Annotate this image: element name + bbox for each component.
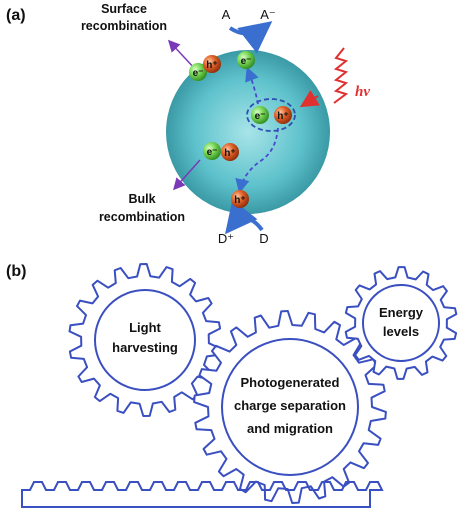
hole-label: h⁺	[206, 60, 217, 71]
hole-label: h⁺	[277, 111, 288, 122]
exciton-boundary	[246, 98, 296, 132]
panel-b: (b) Light harvesting Photogenerated char…	[6, 263, 458, 508]
hole-migration-path	[235, 127, 279, 194]
electron-label: e⁻	[207, 147, 218, 158]
bulk-recombination-label-line2: recombination	[99, 210, 185, 224]
donor-label: D	[259, 231, 268, 246]
hole-particle	[274, 106, 292, 124]
light-arrow	[299, 90, 320, 108]
gear-center-label-line2: charge separation	[234, 398, 346, 413]
hole-particle	[231, 190, 249, 208]
semiconductor-particle	[166, 50, 330, 214]
electron-label: e⁻	[241, 56, 252, 67]
gear-right-hub	[362, 284, 440, 362]
bulk-recombination-arrow	[173, 159, 201, 191]
electron-particle	[251, 106, 269, 124]
donor-oxidized-label: D⁺	[218, 231, 234, 246]
light-wave	[333, 47, 349, 104]
gear-center-label-line3: and migration	[247, 421, 333, 436]
panel-a: (a) Surface recombination Bulk recombina…	[6, 2, 370, 246]
light-label: hv	[355, 84, 370, 100]
electron-migration-path	[245, 66, 259, 105]
hole-particle	[203, 55, 221, 73]
electron-particle	[203, 142, 221, 160]
electron-particle	[237, 51, 255, 69]
surface-electron: e⁻	[237, 51, 255, 69]
gear-left-label-line1: Light	[129, 320, 161, 335]
panel-a-label: (a)	[6, 7, 26, 24]
reduction-arrow	[228, 21, 273, 54]
gear-group	[68, 263, 458, 504]
electron-label: e⁻	[255, 111, 266, 122]
hole-particle	[221, 143, 239, 161]
gear-right-label-line1: Energy	[379, 305, 424, 320]
gear-center-label-line1: Photogenerated	[241, 375, 340, 390]
oxidation-arrow	[224, 199, 264, 235]
surface-pair: e⁻ h⁺	[189, 55, 221, 81]
gear-center-hub	[221, 338, 359, 476]
surface-hole: h⁺	[231, 190, 249, 208]
acceptor-reduced-label: A⁻	[260, 7, 276, 22]
bulk-pair: e⁻ h⁺	[203, 142, 239, 161]
surface-recombination-label-line1: Surface	[101, 2, 147, 16]
surface-recombination-label-line2: recombination	[81, 19, 167, 33]
acceptor-label: A	[222, 7, 231, 22]
electron-particle	[189, 63, 207, 81]
exciton-pair: e⁻ h⁺	[251, 106, 292, 124]
panel-b-label: (b)	[6, 263, 26, 280]
electron-label: e⁻	[193, 68, 204, 79]
gear-left-hub	[94, 289, 196, 391]
bulk-recombination-label-line1: Bulk	[128, 192, 155, 206]
rack-base	[21, 481, 384, 508]
gear-right-label-line2: levels	[383, 324, 419, 339]
gear-left-label-line2: harvesting	[112, 340, 178, 355]
hole-label: h⁺	[224, 148, 235, 159]
surface-recombination-arrow	[167, 39, 197, 71]
hole-label: h⁺	[234, 195, 245, 206]
